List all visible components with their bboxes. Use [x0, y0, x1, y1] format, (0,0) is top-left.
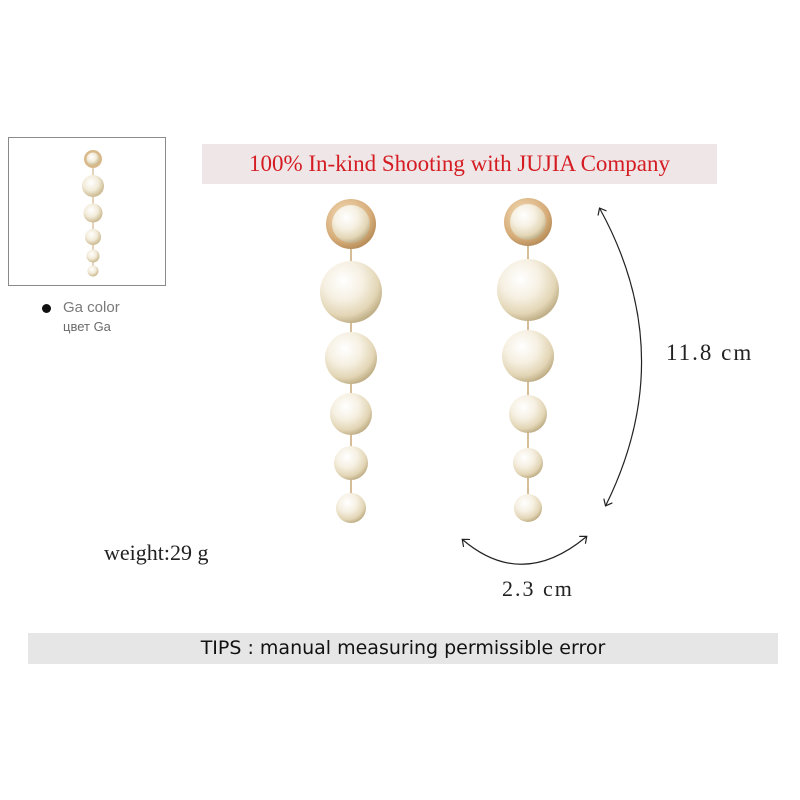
color-swatch-dot[interactable]: [42, 304, 51, 313]
length-dimension-label: 11.8 cm: [666, 340, 754, 365]
width-arrow-icon: [463, 537, 586, 565]
length-arrow-icon: [600, 209, 643, 505]
left-earring-icon: [320, 199, 382, 523]
product-thumbnail[interactable]: [8, 137, 166, 286]
color-option-label[interactable]: Ga color: [63, 299, 120, 316]
shooting-banner: 100% In-kind Shooting with JUJIA Company: [202, 144, 717, 184]
pearl-earring-thumbnail-icon: [82, 150, 104, 277]
tips-banner: TIPS : manual measuring permissible erro…: [28, 633, 778, 664]
color-option-sublabel: цвет Ga: [63, 319, 111, 334]
width-dimension-label: 2.3 cm: [502, 576, 574, 601]
weight-label: weight:29 g: [104, 540, 209, 565]
right-earring-icon: [497, 198, 559, 522]
